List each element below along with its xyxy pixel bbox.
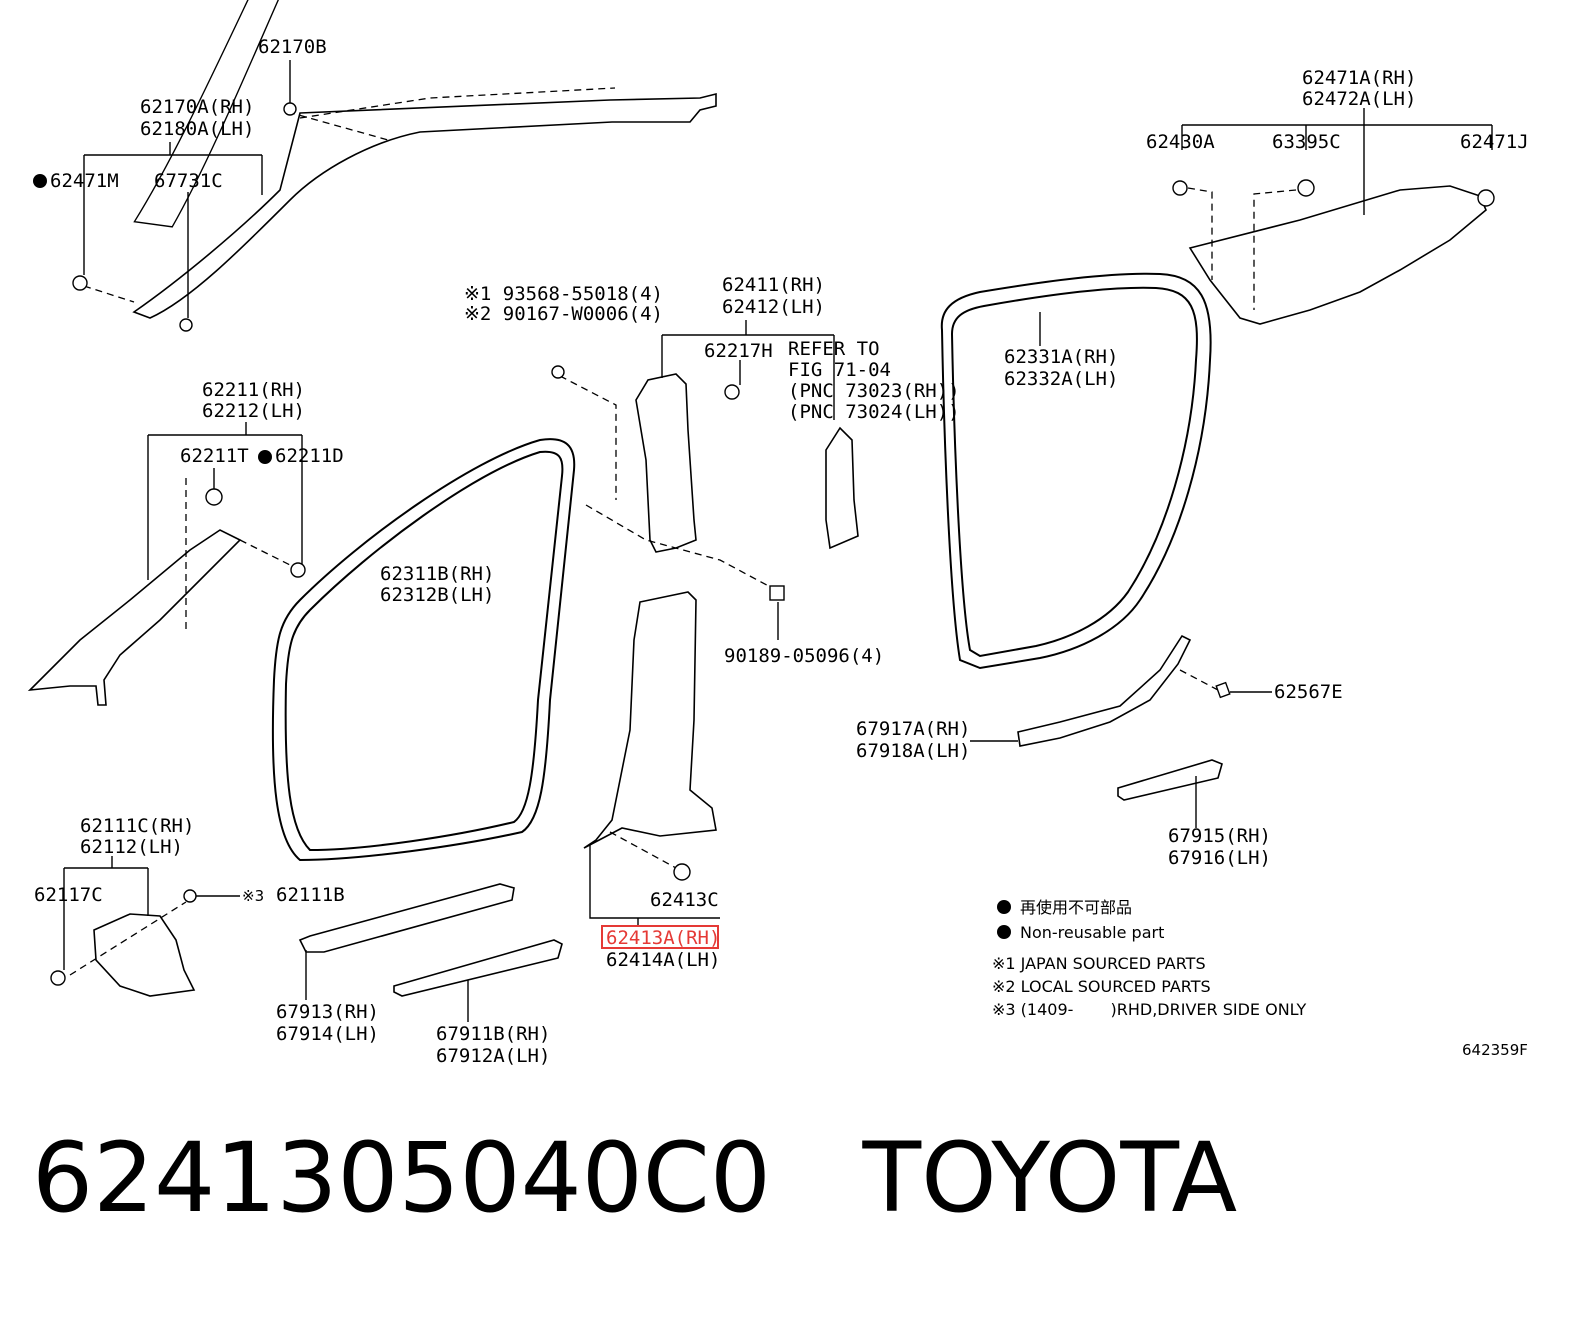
legend-nonreusable-jp: 再使用不可部品 <box>1020 898 1132 917</box>
label-62413c: 62413C <box>650 889 719 911</box>
label-67913: 67913(RH) <box>276 1001 379 1023</box>
label-62211: 62211(RH) <box>202 379 305 401</box>
label-note2-pn: ※2 90167-W0006(4) <box>464 303 663 325</box>
legend: 再使用不可部品 Non-reusable part ※1 JAPAN SOURC… <box>992 898 1306 1019</box>
label-62412: 62412(LH) <box>722 296 825 318</box>
label-62111b: 62111B <box>276 884 345 906</box>
nonreusable-dot-icon <box>33 174 47 188</box>
label-62411: 62411(RH) <box>722 274 825 296</box>
label-67915: 67915(RH) <box>1168 825 1271 847</box>
label-refer-1: REFER TO <box>788 338 880 360</box>
label-62180a: 62180A(LH) <box>140 118 254 140</box>
kick-panel <box>50 856 240 997</box>
label-62217h: 62217H <box>704 340 773 362</box>
part-caption: 6241305040C0 TOYOTA <box>32 1130 1237 1226</box>
label-62170a: 62170A(RH) <box>140 96 254 118</box>
rear-scuff-parts <box>970 634 1272 828</box>
rear-door-weatherstrip <box>940 272 1212 670</box>
label-62312b: 62312B(LH) <box>380 584 494 606</box>
label-62170b: 62170B <box>258 36 327 58</box>
label-62472a: 62472A(LH) <box>1302 88 1416 110</box>
label-62471m: 62471M <box>50 170 119 192</box>
legend-note3: ※3 (1409- )RHD,DRIVER SIDE ONLY <box>992 1000 1306 1019</box>
label-67916: 67916(LH) <box>1168 847 1271 869</box>
label-62212: 62212(LH) <box>202 400 305 422</box>
highlight-box <box>601 925 719 949</box>
legend-note1: ※1 JAPAN SOURCED PARTS <box>992 954 1206 973</box>
label-67912a: 67912A(LH) <box>436 1045 550 1067</box>
caption-brand: TOYOTA <box>862 1122 1238 1234</box>
label-67914: 67914(LH) <box>276 1023 379 1045</box>
label-62111c: 62111C(RH) <box>80 815 194 837</box>
label-62331a: 62331A(RH) <box>1004 346 1118 368</box>
parts-diagram: 62170B 62170A(RH) 62180A(LH) 62471M 6773… <box>27 0 1529 1067</box>
label-note1-pn: ※1 93568-55018(4) <box>464 283 663 305</box>
nonreusable-dot-icon <box>258 450 272 464</box>
label-note3-mark: ※3 <box>242 887 264 905</box>
front-pillar-garnish <box>27 422 306 706</box>
label-67918a: 67918A(LH) <box>856 740 970 762</box>
label-67731c: 67731C <box>154 170 223 192</box>
nonreusable-dot-icon <box>997 925 1011 939</box>
label-62471j: 62471J <box>1460 131 1529 153</box>
label-67917a: 67917A(RH) <box>856 718 970 740</box>
quarter-trim <box>1172 108 1495 325</box>
label-90189: 90189-05096(4) <box>724 645 884 667</box>
label-62567e: 62567E <box>1274 681 1343 703</box>
label-62117c: 62117C <box>34 884 103 906</box>
label-63395c: 63395C <box>1272 131 1341 153</box>
nonreusable-dot-icon <box>997 900 1011 914</box>
label-refer-4: (PNC 73024(LH)) <box>788 401 960 423</box>
label-62430a: 62430A <box>1146 131 1215 153</box>
legend-nonreusable-en: Non-reusable part <box>1020 923 1164 942</box>
legend-note2: ※2 LOCAL SOURCED PARTS <box>992 977 1211 996</box>
caption-part-number: 6241305040C0 <box>32 1122 771 1234</box>
label-62471a: 62471A(RH) <box>1302 67 1416 89</box>
label-62211t: 62211T <box>180 445 249 467</box>
label-62311b: 62311B(RH) <box>380 563 494 585</box>
roof-rail-assembly <box>72 0 717 332</box>
refer-part <box>825 426 859 550</box>
label-62413a-highlighted: 62413A(RH) <box>606 927 720 949</box>
callout-labels: 62170B 62170A(RH) 62180A(LH) 62471M 6773… <box>33 36 1529 1067</box>
label-refer-2: FIG 71-04 <box>788 359 891 381</box>
figure-id: 642359F <box>1462 1041 1528 1059</box>
label-refer-3: (PNC 73023(RH)) <box>788 380 960 402</box>
label-67911b: 67911B(RH) <box>436 1023 550 1045</box>
front-door-weatherstrip <box>271 438 576 862</box>
label-62112: 62112(LH) <box>80 836 183 858</box>
label-62414a: 62414A(LH) <box>606 949 720 971</box>
label-62211d: 62211D <box>275 445 344 467</box>
label-62332a: 62332A(LH) <box>1004 368 1118 390</box>
center-pillar-upper <box>551 320 835 640</box>
scuff-plates-front <box>298 883 563 1022</box>
center-pillar-lower <box>583 591 720 926</box>
